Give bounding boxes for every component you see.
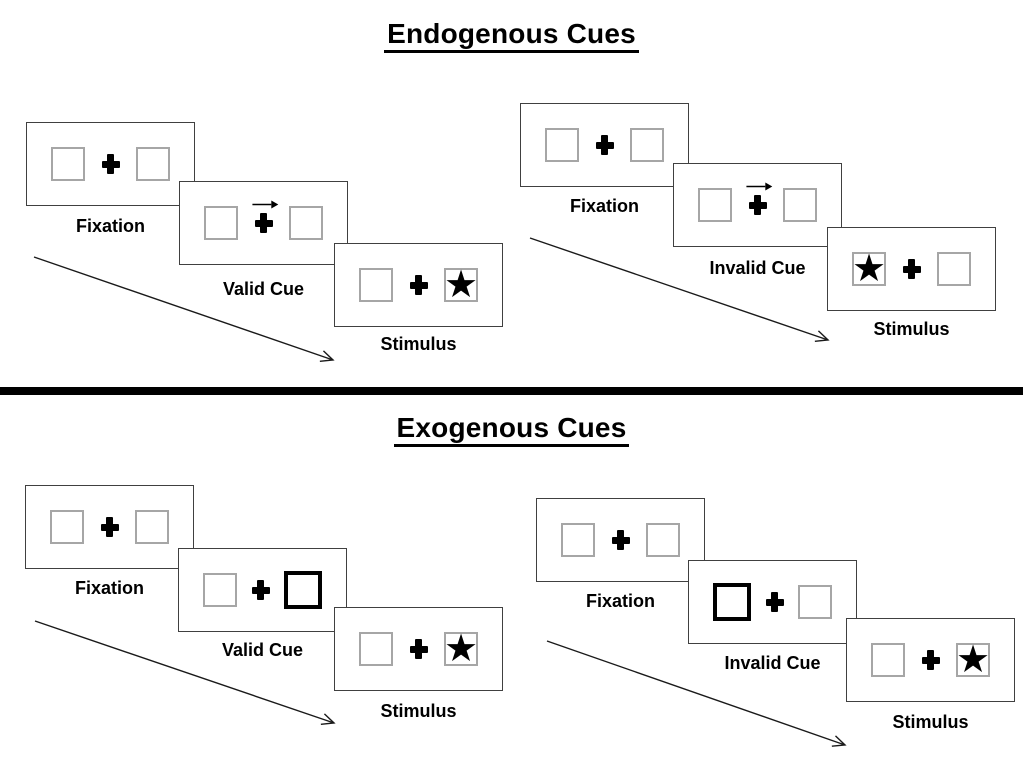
placeholder-box-right: [798, 585, 832, 619]
fixation-cross-icon: [101, 154, 120, 174]
cue-arrow-icon: [745, 182, 772, 191]
target-star-box: ★: [443, 262, 479, 306]
placeholder-box-left: [359, 632, 393, 666]
invalid-cue-card: [688, 560, 857, 644]
placeholder-box-right: [136, 147, 170, 181]
timeline-arrow-endogenous-invalid: [529, 237, 830, 343]
valid-cue-card: [179, 181, 348, 265]
section-title-endogenous-text: Endogenous Cues: [384, 18, 639, 53]
stimulus-label: Stimulus: [380, 334, 457, 354]
valid-cue-card: [178, 548, 347, 632]
placeholder-box-left: [204, 206, 238, 240]
stimulus-card: ★: [846, 618, 1015, 702]
placeholder-box-right: [646, 523, 680, 557]
star-icon: ★: [443, 262, 479, 306]
fixation-cross-icon: [902, 259, 921, 279]
star-icon: ★: [955, 637, 991, 681]
timeline-arrow-endogenous-valid: [33, 256, 335, 362]
invalid-cue-card: [673, 163, 842, 247]
fixation-label: Fixation: [75, 216, 145, 236]
section-divider: [0, 387, 1023, 395]
cue-highlight-box: [284, 571, 322, 609]
fixation-card: [25, 485, 194, 569]
placeholder-box-right: [937, 252, 971, 286]
placeholder-box-left: [698, 188, 732, 222]
placeholder-box-left: [359, 268, 393, 302]
fixation-label: Fixation: [74, 578, 144, 598]
placeholder-box-right: [630, 128, 664, 162]
stimulus-label: Stimulus: [380, 701, 457, 721]
star-icon: ★: [443, 626, 479, 670]
fixation-cross-icon: [251, 580, 270, 600]
stimulus-card: ★: [334, 243, 503, 327]
stimulus-card: ★: [827, 227, 996, 311]
target-star-box: ★: [443, 626, 479, 670]
placeholder-box-right: [783, 188, 817, 222]
cue-highlight-box: [713, 583, 751, 621]
cue-arrow-icon: [251, 200, 278, 209]
fixation-cross-icon: [745, 182, 772, 215]
fixation-cross-icon: [595, 135, 614, 155]
fixation-card: [520, 103, 689, 187]
invalid-cue-label: Invalid Cue: [724, 653, 821, 673]
fixation-card: [536, 498, 705, 582]
valid-cue-label: Valid Cue: [222, 279, 305, 299]
fixation-label: Fixation: [569, 196, 639, 216]
fixation-cross-icon: [409, 275, 428, 295]
stimulus-card: ★: [334, 607, 503, 691]
target-star-box: ★: [955, 637, 991, 681]
stimulus-label: Stimulus: [873, 319, 950, 339]
placeholder-box-left: [50, 510, 84, 544]
valid-cue-label: Valid Cue: [221, 640, 304, 660]
invalid-cue-label: Invalid Cue: [709, 258, 806, 278]
star-icon: ★: [851, 246, 887, 290]
fixation-cross-icon: [100, 517, 119, 537]
stimulus-label: Stimulus: [892, 712, 969, 732]
placeholder-box-left: [545, 128, 579, 162]
fixation-card: [26, 122, 195, 206]
placeholder-box-left: [561, 523, 595, 557]
fixation-cross-icon: [611, 530, 630, 550]
placeholder-box-left: [871, 643, 905, 677]
section-title-exogenous: Exogenous Cues: [0, 412, 1023, 447]
placeholder-box-right: [289, 206, 323, 240]
placeholder-box-right: [135, 510, 169, 544]
fixation-cross-icon: [765, 592, 784, 612]
fixation-label: Fixation: [585, 591, 655, 611]
placeholder-box-left: [203, 573, 237, 607]
section-title-exogenous-text: Exogenous Cues: [393, 412, 630, 447]
section-title-endogenous: Endogenous Cues: [0, 18, 1023, 53]
fixation-cross-icon: [409, 639, 428, 659]
placeholder-box-left: [51, 147, 85, 181]
fixation-cross-icon: [921, 650, 940, 670]
target-star-box: ★: [851, 246, 887, 290]
timeline-arrow-exogenous-valid: [34, 620, 336, 726]
fixation-cross-icon: [251, 200, 278, 233]
